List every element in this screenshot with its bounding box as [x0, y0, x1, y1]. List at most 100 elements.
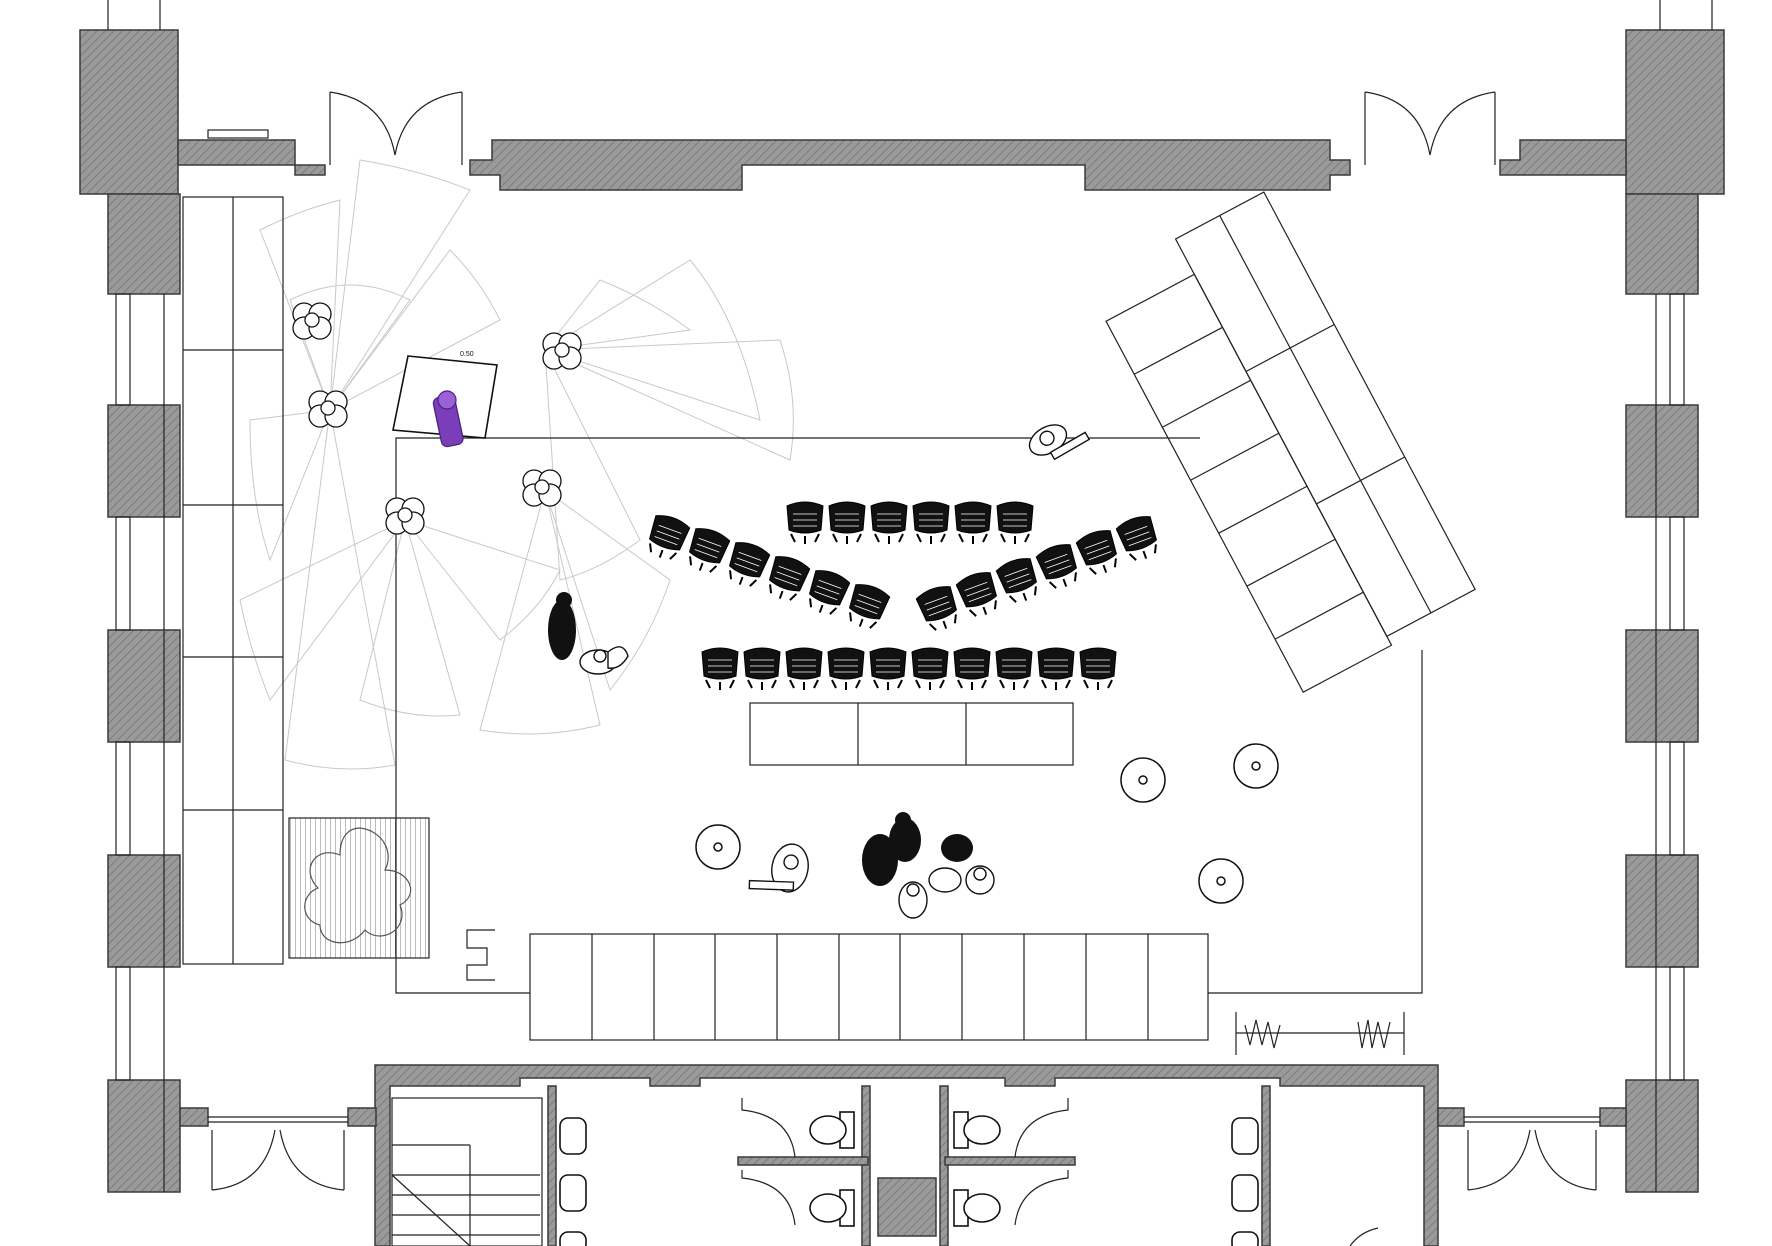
chair[interactable]: [801, 565, 853, 620]
windows-right: [1655, 0, 1713, 1192]
wall-stub: [1437, 1107, 1465, 1127]
washbasin: [559, 1117, 587, 1155]
radiator: [207, 129, 269, 139]
potted-plant: [308, 390, 348, 428]
stall-door[interactable]: [741, 1098, 796, 1158]
wall-pier: [107, 629, 181, 743]
rotated-table-bank: [1105, 191, 1476, 693]
presentation-table: [749, 702, 1074, 766]
person-visitor: [1028, 424, 1091, 461]
exterior-walls: [79, 0, 1725, 1193]
chair[interactable]: [786, 501, 824, 545]
chair[interactable]: [701, 647, 739, 691]
coat-rack: [1235, 1012, 1405, 1055]
round-table[interactable]: [695, 824, 741, 870]
person-visitor: [748, 843, 809, 893]
washbasin: [559, 1231, 587, 1246]
entry-door-right[interactable]: [1364, 91, 1496, 165]
chair[interactable]: [912, 501, 950, 545]
potted-plant: [542, 332, 582, 370]
service-core-walls: [179, 1064, 1627, 1246]
washbasin: [1231, 1231, 1259, 1246]
chair[interactable]: [681, 523, 733, 578]
door-swing[interactable]: [1349, 1227, 1379, 1246]
chair[interactable]: [996, 501, 1034, 545]
round-table[interactable]: [1120, 757, 1166, 803]
round-table[interactable]: [1198, 858, 1244, 904]
stall-door[interactable]: [1014, 1098, 1069, 1158]
person-group: [862, 812, 995, 919]
stall-door[interactable]: [741, 1170, 796, 1226]
chair[interactable]: [827, 647, 865, 691]
chair[interactable]: [993, 553, 1045, 608]
round-table[interactable]: [1233, 743, 1279, 789]
chair[interactable]: [995, 647, 1033, 691]
washbasin: [1231, 1174, 1259, 1212]
chair-back-row: [786, 501, 1034, 545]
wall-segment: [177, 139, 326, 176]
left-storage-benches: [182, 196, 284, 965]
chair[interactable]: [1073, 525, 1125, 580]
windows-left: [107, 0, 165, 1192]
wall-pier: [1625, 629, 1699, 743]
potted-plant: [385, 497, 425, 535]
side-door-left[interactable]: [208, 1116, 348, 1191]
toilet: [809, 1189, 855, 1227]
partition-wall: [1261, 1085, 1271, 1246]
lighting-beams: [239, 159, 794, 770]
toilet: [953, 1111, 1001, 1149]
chair[interactable]: [785, 647, 823, 691]
washbasin: [1231, 1117, 1259, 1155]
potted-plant: [292, 302, 332, 340]
wall-top-center: [469, 139, 1351, 191]
chair[interactable]: [1113, 511, 1165, 566]
chair[interactable]: [954, 501, 992, 545]
partition-wall: [861, 1085, 871, 1246]
chair[interactable]: [841, 579, 893, 634]
chair[interactable]: [721, 537, 773, 592]
display-stand[interactable]: 0.50: [392, 351, 498, 448]
partition-wall: [547, 1085, 557, 1246]
wall-pier: [1625, 1079, 1699, 1193]
wall-pier-right-top: [1625, 29, 1725, 195]
potted-plant: [522, 469, 562, 507]
chair[interactable]: [1033, 539, 1085, 594]
side-door-right[interactable]: [1464, 1116, 1600, 1191]
chair[interactable]: [1079, 647, 1117, 691]
wall-pier: [107, 404, 181, 518]
toilet: [809, 1111, 855, 1149]
wall-pier: [107, 854, 181, 968]
long-counter: [529, 933, 1209, 1041]
partition-wall: [939, 1085, 949, 1246]
staircase: [391, 1097, 543, 1246]
chair-front-row: [701, 647, 1117, 691]
restroom-right: [953, 1098, 1379, 1246]
chair[interactable]: [641, 510, 693, 565]
partition-wall: [944, 1156, 1076, 1166]
wall-pier-left-top: [79, 29, 179, 195]
toilet: [953, 1189, 1001, 1227]
people: [548, 424, 1091, 919]
chair[interactable]: [828, 501, 866, 545]
chair[interactable]: [743, 647, 781, 691]
wall-stub: [1599, 1107, 1627, 1127]
exhibition-floor-zone: [395, 437, 1423, 994]
chair[interactable]: [913, 581, 965, 636]
wall-pier: [1625, 404, 1699, 518]
wall-niche: [466, 929, 495, 981]
washbasin: [559, 1174, 587, 1212]
chair[interactable]: [761, 551, 813, 606]
chair[interactable]: [869, 647, 907, 691]
chair[interactable]: [953, 647, 991, 691]
wall-pier: [1625, 193, 1699, 295]
chair[interactable]: [953, 567, 1005, 622]
chair[interactable]: [1037, 647, 1075, 691]
stall-door[interactable]: [1014, 1170, 1069, 1226]
entry-door-left[interactable]: [329, 91, 463, 165]
wall-segment: [1499, 139, 1627, 176]
chair-right-arc: [913, 511, 1165, 636]
stand-dimension-label: 0.50: [460, 351, 474, 358]
chair[interactable]: [870, 501, 908, 545]
chair[interactable]: [911, 647, 949, 691]
